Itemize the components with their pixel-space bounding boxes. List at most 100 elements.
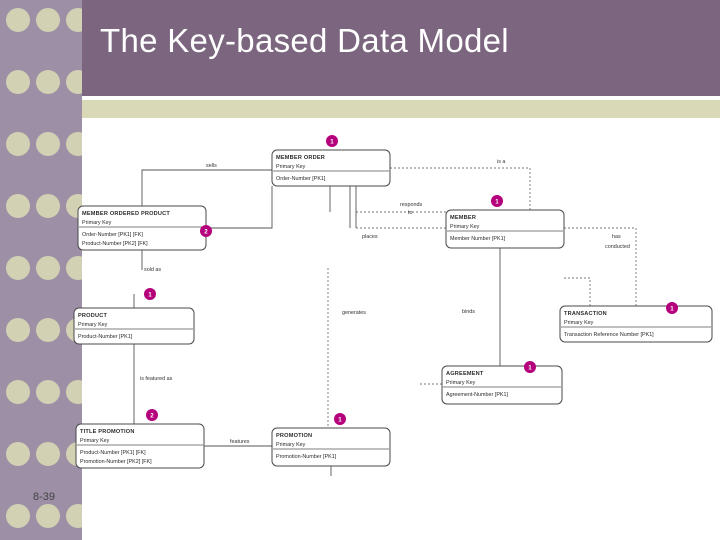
relationship-label: places <box>362 234 378 240</box>
relationship-label: is a <box>497 159 505 165</box>
relationship-label: has <box>612 234 621 240</box>
entity-name: TRANSACTION <box>564 311 607 317</box>
entity-rect <box>73 307 195 345</box>
entity-rect <box>271 427 391 467</box>
entity-attribute: Agreement-Number [PK1] <box>446 392 509 398</box>
badge-label: 1 <box>338 416 342 423</box>
badge-label: 1 <box>148 291 152 298</box>
entity-name: MEMBER ORDERED PRODUCT <box>82 211 170 217</box>
relationship-label: responds <box>400 202 422 208</box>
decorative-dot <box>36 70 60 94</box>
entity-name: AGREEMENT <box>446 371 484 377</box>
entity-key-label: Primary Key <box>450 224 480 230</box>
badge-circle <box>524 361 536 373</box>
entity-attribute: Order-Number [PK1] [FK] <box>82 232 143 238</box>
relationship-label: sold as <box>144 267 161 273</box>
entity-key-label: Primary Key <box>82 220 112 226</box>
cardinality-badge: 2 <box>146 409 158 421</box>
relationship-label: sells <box>206 163 217 169</box>
entity-attribute: Transaction Reference Number [PK1] <box>564 332 654 338</box>
decorative-dot <box>6 504 30 528</box>
entity-key-label: Primary Key <box>276 442 306 448</box>
diagram-connectors <box>133 167 637 476</box>
cardinality-badge: 1 <box>491 195 503 207</box>
relationship-label: is featured as <box>140 376 173 382</box>
page-number: 8-39 <box>33 491 56 503</box>
page-title: The Key-based Data Model <box>100 22 509 59</box>
entity-name: MEMBER ORDER <box>276 155 325 161</box>
entity-name: PRODUCT <box>78 313 107 319</box>
diagram-relationship-labels: sells is a responds to places has conducted sol… <box>140 159 630 445</box>
decorative-dot <box>6 132 30 156</box>
decorative-dot <box>6 8 30 32</box>
badge-circle <box>144 288 156 300</box>
entity-rect <box>271 149 391 187</box>
badge-label: 2 <box>150 412 154 419</box>
entity-attribute: Promotion-Number [PK1] <box>276 454 337 460</box>
badge-circle <box>146 409 158 421</box>
entity-rect <box>75 423 205 469</box>
entity-rect <box>445 209 565 249</box>
decorative-dot <box>36 380 60 404</box>
decorative-dot <box>6 318 30 342</box>
entity-key-label: Primary Key <box>80 438 110 444</box>
entity-attribute: Product-Number [PK1] [FK] <box>80 450 146 456</box>
badge-circle <box>666 302 678 314</box>
badge-circle <box>491 195 503 207</box>
entity-box: MEMBER ORDERED PRODUCT Primary KeyOrder-N… <box>77 205 207 251</box>
footer-band <box>82 480 720 540</box>
entity-key-label: Primary Key <box>78 322 108 328</box>
decorative-dot <box>36 256 60 280</box>
entity-key-label: Primary Key <box>564 320 594 326</box>
decorative-dot <box>36 194 60 218</box>
entity-rect <box>441 365 563 405</box>
decorative-dot <box>36 504 60 528</box>
decorative-dot <box>36 442 60 466</box>
entity-box: TITLE PROMOTION Primary KeyProduct-Number… <box>75 423 205 469</box>
entity-name: MEMBER <box>450 215 476 221</box>
relationship-label: binds <box>462 309 475 315</box>
cardinality-badge: 1 <box>326 135 338 147</box>
badge-label: 1 <box>495 198 499 205</box>
relationship-label: to <box>408 210 413 216</box>
badge-circle <box>334 413 346 425</box>
entity-attribute: Product-Number [PK2] [FK] <box>82 241 148 247</box>
decorative-dot <box>6 380 30 404</box>
decorative-dot <box>36 8 60 32</box>
decorative-dot <box>6 70 30 94</box>
decorative-dot <box>6 442 30 466</box>
entity-key-label: Primary Key <box>276 164 306 170</box>
cardinality-badge: 1 <box>524 361 536 373</box>
relationship-label: conducted <box>605 244 630 250</box>
badge-label: 1 <box>670 305 674 312</box>
header-divider <box>82 96 720 100</box>
cardinality-badge: 1 <box>144 288 156 300</box>
slide-header: The Key-based Data Model <box>82 0 720 96</box>
decorative-dot <box>6 194 30 218</box>
decorative-dot <box>36 132 60 156</box>
entity-key-label: Primary Key <box>446 380 476 386</box>
entity-attribute: Order-Number [PK1] <box>276 176 326 182</box>
badge-circle <box>326 135 338 147</box>
relationship-label: features <box>230 439 250 445</box>
entity-name: TITLE PROMOTION <box>80 429 135 435</box>
decorative-dot <box>36 318 60 342</box>
entity-rect <box>559 305 713 343</box>
badge-circle <box>200 225 212 237</box>
entity-attribute: Product-Number [PK1] <box>78 334 133 340</box>
entity-name: PROMOTION <box>276 433 312 439</box>
diagram-container <box>82 118 720 480</box>
entity-attribute: Promotion-Number [PK2] [FK] <box>80 459 152 465</box>
decorative-dot <box>6 256 30 280</box>
cardinality-badge: 1 <box>666 302 678 314</box>
